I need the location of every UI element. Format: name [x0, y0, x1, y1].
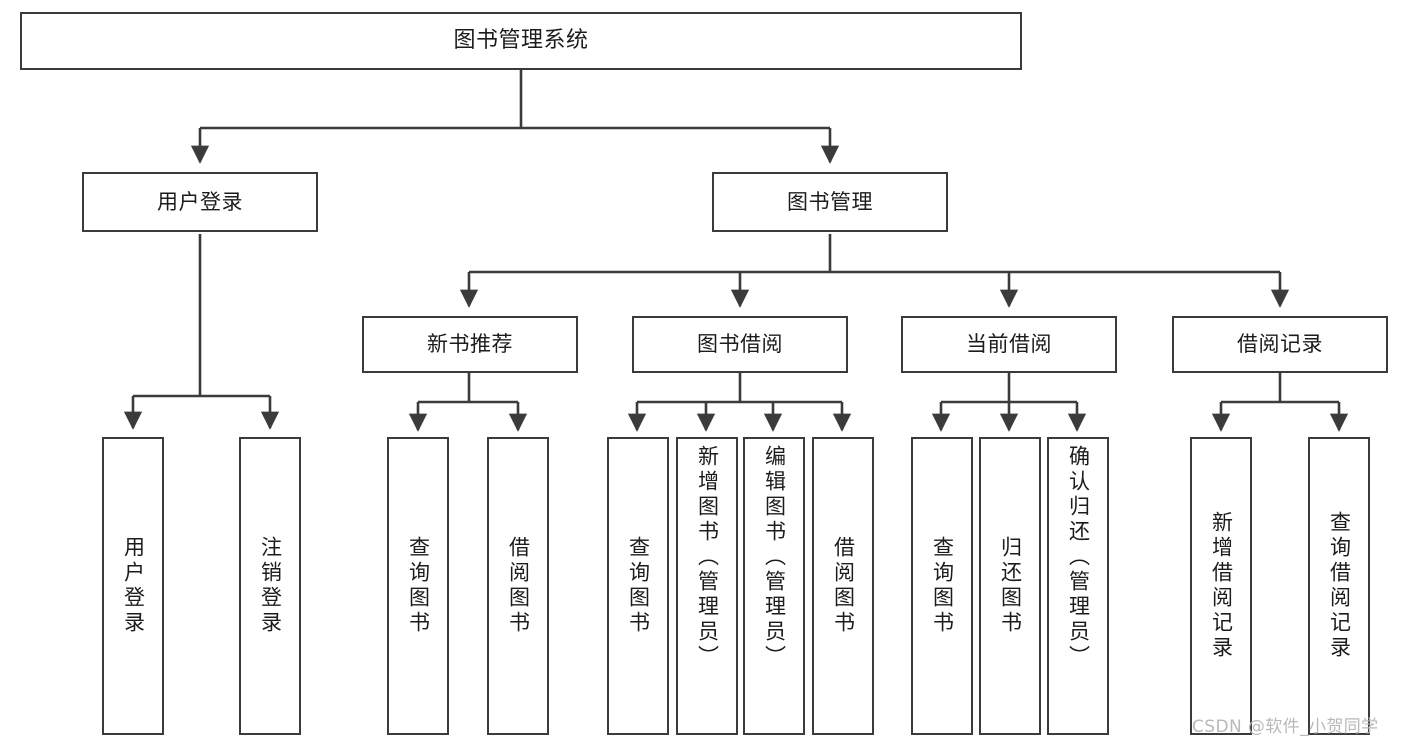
- node-user-login[interactable]: 用户登录: [82, 172, 318, 232]
- node-label: 注销登录: [258, 536, 283, 636]
- node-label: 借阅图书: [506, 536, 531, 636]
- node-label: 图书借阅: [697, 332, 783, 357]
- node-label: 查询借阅记录: [1327, 511, 1352, 661]
- node-label: 查询图书: [406, 536, 431, 636]
- node-book-management[interactable]: 图书管理: [712, 172, 948, 232]
- leaf-query-book-borrow[interactable]: 查询图书: [607, 437, 669, 735]
- node-label: 借阅记录: [1237, 332, 1323, 357]
- node-label: 新增图书（管理员）: [695, 445, 720, 670]
- node-label: 编辑图书（管理员）: [762, 445, 787, 670]
- leaf-query-book-recommend[interactable]: 查询图书: [387, 437, 449, 735]
- node-label: 查询图书: [930, 536, 955, 636]
- leaf-borrow-book-recommend[interactable]: 借阅图书: [487, 437, 549, 735]
- node-label: 新书推荐: [427, 332, 513, 357]
- node-label: 当前借阅: [966, 332, 1052, 357]
- leaf-query-borrow-record[interactable]: 查询借阅记录: [1308, 437, 1370, 735]
- leaf-add-book-admin[interactable]: 新增图书（管理员）: [676, 437, 738, 735]
- node-label: 查询图书: [626, 536, 651, 636]
- node-root-system[interactable]: 图书管理系统: [20, 12, 1022, 70]
- node-borrow-record[interactable]: 借阅记录: [1172, 316, 1388, 373]
- node-label: 确认归还（管理员）: [1066, 445, 1091, 670]
- csdn-watermark: CSDN @软件_小贺同学: [1192, 717, 1379, 737]
- leaf-logout[interactable]: 注销登录: [239, 437, 301, 735]
- leaf-user-login[interactable]: 用户登录: [102, 437, 164, 735]
- leaf-edit-book-admin[interactable]: 编辑图书（管理员）: [743, 437, 805, 735]
- node-label: 借阅图书: [831, 536, 856, 636]
- node-label: 用户登录: [121, 536, 146, 636]
- node-label: 新增借阅记录: [1209, 511, 1234, 661]
- node-label: 归还图书: [998, 536, 1023, 636]
- leaf-borrow-book[interactable]: 借阅图书: [812, 437, 874, 735]
- node-new-book-recommend[interactable]: 新书推荐: [362, 316, 578, 373]
- leaf-add-borrow-record[interactable]: 新增借阅记录: [1190, 437, 1252, 735]
- node-current-borrow[interactable]: 当前借阅: [901, 316, 1117, 373]
- node-book-borrow[interactable]: 图书借阅: [632, 316, 848, 373]
- node-label: 图书管理: [787, 189, 873, 214]
- leaf-confirm-return-admin[interactable]: 确认归还（管理员）: [1047, 437, 1109, 735]
- leaf-query-book-current[interactable]: 查询图书: [911, 437, 973, 735]
- leaf-return-book[interactable]: 归还图书: [979, 437, 1041, 735]
- node-label: 用户登录: [157, 189, 243, 214]
- node-label: 图书管理系统: [453, 28, 589, 54]
